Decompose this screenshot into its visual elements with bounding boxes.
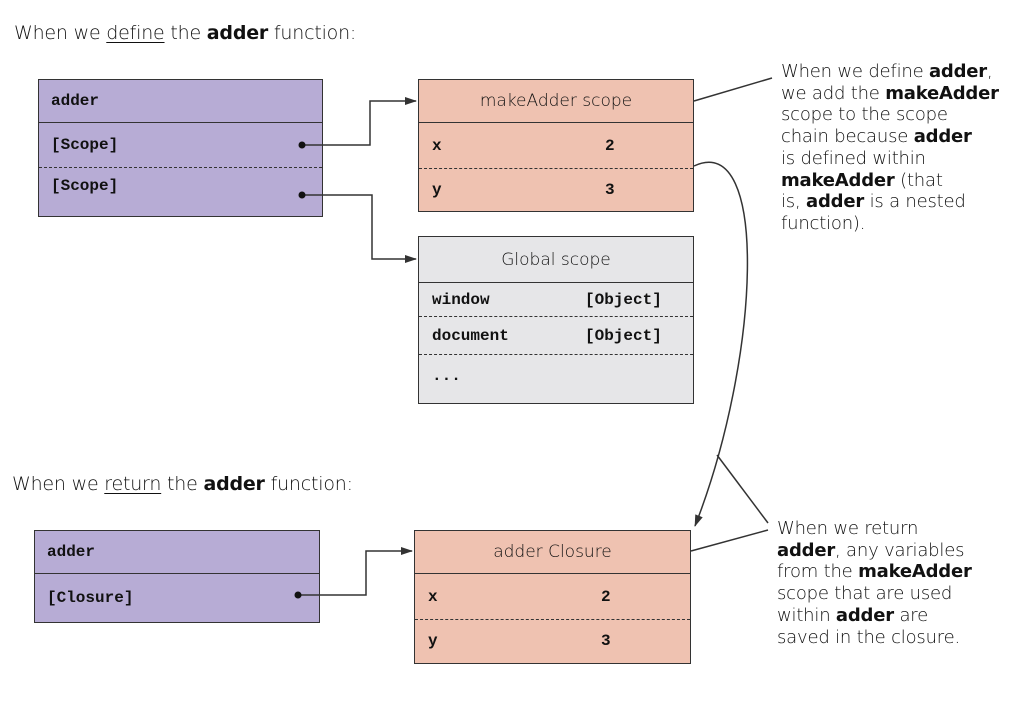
var-value-x: 2 bbox=[605, 136, 615, 155]
scope-dot-2 bbox=[298, 191, 306, 199]
define-note-line-2: we add the makeAdder bbox=[781, 82, 999, 104]
define-note-line-6: makeAdder (that bbox=[781, 169, 943, 191]
global-title: Global scope bbox=[501, 249, 611, 270]
make-adder-title: makeAdder scope bbox=[479, 91, 633, 111]
closure-title-row: adder Closure bbox=[415, 531, 690, 574]
return-callout-line-1 bbox=[716, 454, 769, 524]
define-note-line-1: When we define adder, bbox=[781, 61, 993, 82]
define-note-line-8: function). bbox=[781, 212, 866, 234]
define-verb: define bbox=[106, 22, 165, 44]
closure-row-y: y 3 bbox=[415, 620, 690, 662]
global-title-row: Global scope bbox=[419, 237, 693, 283]
make-adder-row-x: x 2 bbox=[419, 123, 693, 169]
return-note: When we return adder, any variables from… bbox=[777, 518, 972, 648]
return-callout-line-2 bbox=[690, 529, 769, 552]
make-adder-row-y: y 3 bbox=[419, 169, 693, 211]
adder-define-title: adder bbox=[51, 92, 100, 110]
return-note-line-6: saved in the closure. bbox=[777, 626, 960, 648]
adder-return-title: adder bbox=[47, 543, 96, 561]
define-note-line-5: is defined within bbox=[781, 147, 926, 169]
global-value-window: [Object] bbox=[585, 290, 662, 309]
scope-pointer-2 bbox=[302, 194, 417, 263]
global-ellipsis: ... bbox=[432, 367, 461, 386]
adder-closure-box: adder Closure x 2 y 3 bbox=[414, 530, 691, 664]
make-adder-title-row: makeAdder scope bbox=[419, 80, 693, 123]
return-verb: return bbox=[104, 473, 162, 495]
scope-label-1: [Scope] bbox=[51, 136, 119, 154]
var-name-y: y bbox=[432, 181, 442, 199]
define-note: When we define adder, we add the makeAdd… bbox=[781, 61, 999, 235]
adder-return-title-row: adder bbox=[35, 531, 319, 574]
define-callout-line bbox=[693, 77, 773, 102]
global-row-document: document [Object] bbox=[419, 317, 693, 355]
closure-dot bbox=[294, 591, 302, 599]
return-note-line-5: within adder are bbox=[777, 604, 928, 626]
closure-row-x: x 2 bbox=[415, 574, 690, 620]
capture-curve bbox=[693, 161, 749, 527]
adder-define-title-row: adder bbox=[39, 80, 322, 123]
define-note-line-3: scope to the scope bbox=[781, 104, 948, 126]
global-scope-box: Global scope window [Object] document [O… bbox=[418, 236, 694, 404]
return-note-line-4: scope that are used bbox=[777, 583, 953, 605]
return-note-line-3: from the makeAdder bbox=[777, 561, 972, 583]
define-note-line-4: chain because adder bbox=[781, 126, 972, 148]
scope-pointer-1 bbox=[302, 97, 417, 146]
closure-var-value-x: 2 bbox=[601, 587, 611, 606]
var-name-x: x bbox=[432, 136, 442, 155]
closure-var-name-x: x bbox=[428, 587, 438, 606]
closure-var-value-y: 3 bbox=[601, 632, 611, 650]
return-heading: When we return the adder function: bbox=[12, 473, 353, 495]
scope-label-2: [Scope] bbox=[51, 176, 119, 195]
global-name-document: document bbox=[432, 326, 509, 345]
global-name-window: window bbox=[432, 290, 490, 309]
adder-return-box: adder [Closure] bbox=[34, 530, 320, 623]
adder-define-box: adder [Scope] [Scope] bbox=[38, 79, 323, 217]
scope-row-1: [Scope] bbox=[39, 123, 322, 168]
scope-row-2: [Scope] bbox=[39, 168, 322, 215]
global-value-document: [Object] bbox=[585, 326, 662, 345]
global-row-ellipsis: ... bbox=[419, 355, 693, 402]
closure-var-name-y: y bbox=[428, 632, 438, 650]
closure-row: [Closure] bbox=[35, 574, 319, 621]
closure-title: adder Closure bbox=[493, 542, 612, 562]
define-heading: When we define the adder function: bbox=[14, 22, 357, 44]
scope-dot-1 bbox=[298, 141, 306, 149]
closure-label: [Closure] bbox=[47, 588, 134, 607]
define-note-line-7: is, adder is a nested bbox=[781, 191, 966, 213]
return-note-line-1: When we return bbox=[777, 518, 919, 539]
return-note-line-2: adder, any variables bbox=[777, 539, 965, 561]
global-row-window: window [Object] bbox=[419, 283, 693, 317]
closure-pointer bbox=[298, 547, 413, 596]
make-adder-scope-box: makeAdder scope x 2 y 3 bbox=[418, 79, 694, 212]
var-value-y: 3 bbox=[605, 181, 615, 199]
